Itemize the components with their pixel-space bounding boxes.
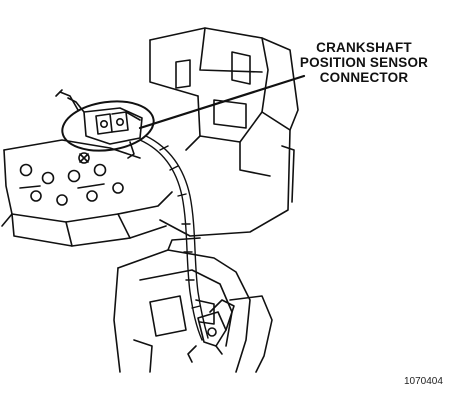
callout-line-2: POSITION SENSOR (299, 55, 429, 70)
connector-highlight-circle (61, 100, 155, 152)
lower-housing (113, 237, 273, 373)
callout-line-3: CONNECTOR (319, 70, 409, 85)
left-engine-block (1, 139, 173, 247)
crankshaft-sensor-connector (55, 89, 143, 164)
upper-engine-block (149, 27, 299, 237)
figure-id: 1070404 (404, 376, 443, 387)
callout-line-1: CRANKSHAFT (316, 40, 412, 55)
sensor-harness-wire (139, 135, 209, 341)
callout-label: CRANKSHAFT POSITION SENSOR CONNECTOR (284, 40, 444, 85)
callout-leader-line (138, 74, 306, 130)
sensor-bracket (187, 299, 235, 363)
